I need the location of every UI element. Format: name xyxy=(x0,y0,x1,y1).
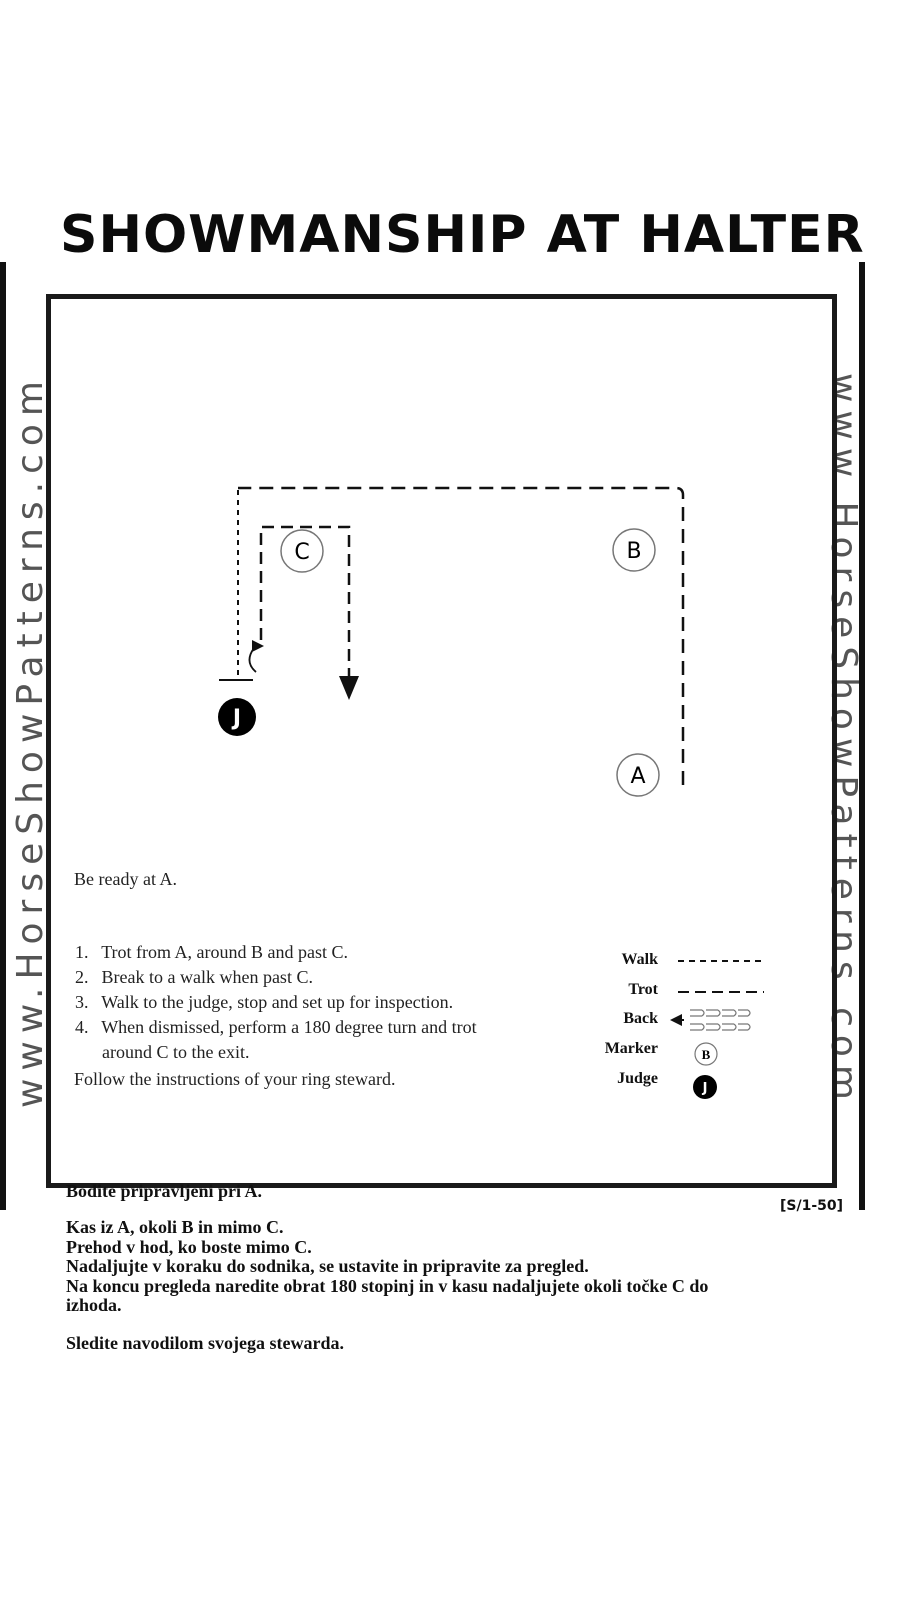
translation-line: Nadaljujte v koraku do sodnika, se ustav… xyxy=(66,1256,589,1276)
exit-arrow xyxy=(339,676,359,700)
step-item: 1. Trot from A, around B and past C. xyxy=(75,940,477,965)
step-text: Break to a walk when past C. xyxy=(101,967,313,987)
turn-180-arrow xyxy=(252,640,264,652)
steps-list: 1. Trot from A, around B and past C. 2. … xyxy=(75,940,477,1065)
left-side-bar xyxy=(0,262,6,1210)
right-side-bar xyxy=(859,262,865,1210)
step-number: 3. xyxy=(75,992,89,1012)
trot-path-a-to-c xyxy=(238,486,685,785)
translation-line: Na koncu pregleda naredite obrat 180 sto… xyxy=(66,1276,709,1296)
pattern-code: [S/1-50] xyxy=(780,1198,844,1214)
trot-path-around-c xyxy=(259,525,351,684)
arena-frame xyxy=(46,294,837,1188)
step-continuation: around C to the exit. xyxy=(102,1042,250,1062)
judge-marker-label: J xyxy=(231,706,241,731)
legend-walk-label: Walk xyxy=(621,951,658,968)
legend-marker-symbol: B xyxy=(694,1042,718,1066)
marker-a: A xyxy=(616,753,660,797)
step-item: 2. Break to a walk when past C. xyxy=(75,965,477,990)
ready-text: Be ready at A. xyxy=(74,869,177,889)
marker-b: B xyxy=(612,528,656,572)
page-title: SHOWMANSHIP AT HALTER xyxy=(60,205,865,265)
legend-judge-symbol-label: J xyxy=(702,1081,708,1096)
legend-marker-label: Marker xyxy=(604,1040,658,1057)
step-text: Walk to the judge, stop and set up for i… xyxy=(101,992,454,1012)
step-number: 2. xyxy=(75,967,89,987)
step-text: Trot from A, around B and past C. xyxy=(101,942,349,962)
translation-follow: Sledite navodilom svojega stewarda. xyxy=(66,1333,344,1353)
legend-judge-label: Judge xyxy=(617,1070,658,1087)
translation-line: izhoda. xyxy=(66,1295,122,1315)
translation-line: Prehod v hod, ko boste mimo C. xyxy=(66,1237,312,1257)
translation-ready: Bodite pripravljeni pri A. xyxy=(66,1181,263,1201)
step-item: 4. When dismissed, perform a 180 degree … xyxy=(75,1015,477,1040)
marker-c-label: C xyxy=(294,540,309,565)
legend-judge-symbol: J xyxy=(693,1075,717,1099)
translation-line: Kas iz A, okoli B in mimo C. xyxy=(66,1217,284,1237)
step-text: When dismissed, perform a 180 degree tur… xyxy=(101,1017,477,1037)
legend-back-symbol xyxy=(670,1009,751,1031)
judge-marker: J xyxy=(218,698,256,736)
step-item: 3. Walk to the judge, stop and set up fo… xyxy=(75,990,477,1015)
marker-a-label: A xyxy=(630,764,645,789)
legend-marker-symbol-label: B xyxy=(702,1047,711,1062)
follow-text: Follow the instructions of your ring ste… xyxy=(74,1069,396,1089)
legend-trot-label: Trot xyxy=(628,981,658,998)
step-number: 1. xyxy=(75,942,89,962)
marker-c: C xyxy=(280,529,324,573)
legend-back-label: Back xyxy=(623,1010,658,1027)
step-number: 4. xyxy=(75,1017,89,1037)
marker-b-label: B xyxy=(626,539,641,564)
